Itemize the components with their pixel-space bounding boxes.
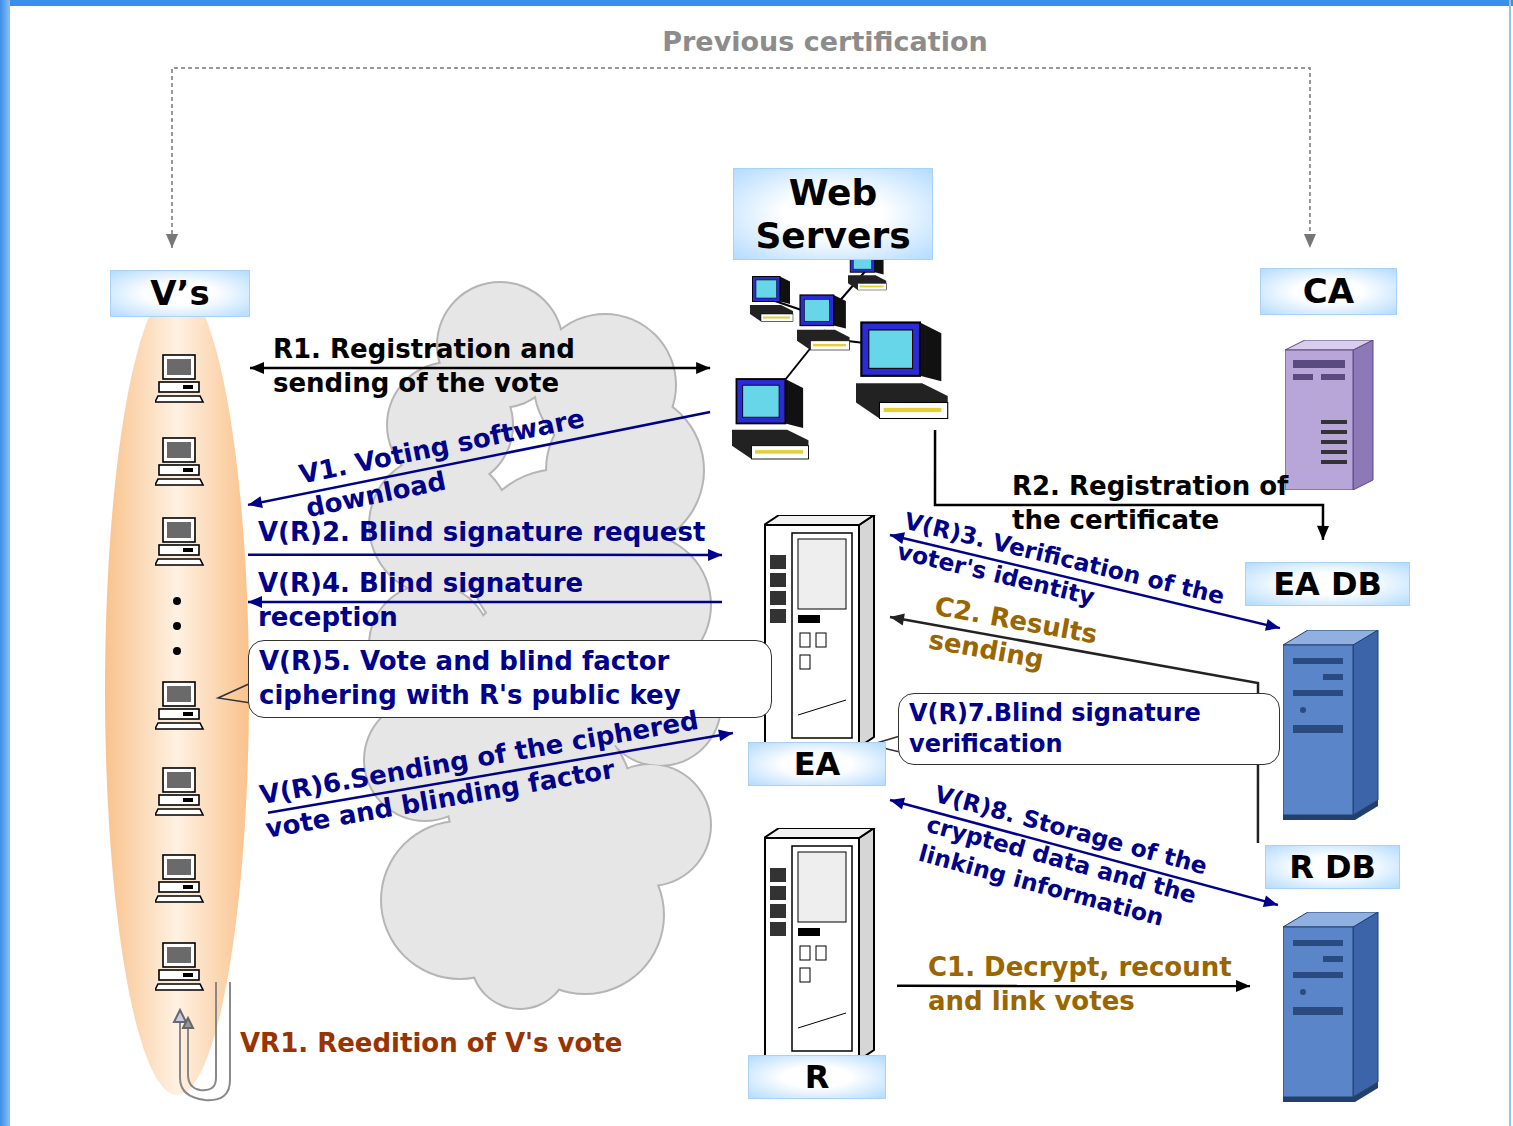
web-server-computers-part bbox=[797, 295, 850, 350]
node-title: R DB bbox=[1272, 848, 1393, 886]
node-label-box: CA bbox=[1260, 268, 1397, 315]
edge-label: V(R)8. Storage of the crypted data and t… bbox=[915, 779, 1258, 954]
edge-label: V(R)6.Sending of the ciphered vote and b… bbox=[257, 700, 722, 845]
voter-computers-part bbox=[155, 518, 203, 565]
r-db-node: R DB bbox=[1255, 843, 1410, 1101]
voter-group: V’s bbox=[105, 270, 250, 1100]
edge-label: Previous certification bbox=[615, 24, 1035, 59]
note-label: VR1. Reedition of V's vote bbox=[240, 1028, 622, 1058]
arrow-head bbox=[718, 729, 733, 741]
node-label-box: R DB bbox=[1265, 845, 1400, 889]
r-node: R bbox=[748, 828, 886, 1115]
cloud-puff bbox=[472, 912, 568, 1008]
arrow-head bbox=[1263, 895, 1278, 907]
page-frame-part bbox=[1509, 0, 1511, 1126]
page-frame-part bbox=[0, 0, 1513, 6]
node-label-box: R bbox=[748, 1055, 886, 1099]
voter-computers-part bbox=[173, 622, 181, 630]
arrow-head bbox=[708, 549, 722, 561]
node-title: Web Servers bbox=[740, 171, 926, 257]
voter-computers-part bbox=[173, 647, 181, 655]
reedition-loop-part bbox=[188, 982, 216, 1090]
connector bbox=[248, 549, 722, 561]
edge-label: C1. Decrypt, recount and link votes bbox=[928, 950, 1278, 1018]
callout-text: V(R)7.Blind signature verification bbox=[909, 698, 1269, 760]
voter-computers bbox=[155, 355, 203, 990]
reedition-loop bbox=[174, 982, 230, 1100]
edge-label: V(R)4. Blind signature reception bbox=[258, 566, 638, 634]
node-title: EA DB bbox=[1252, 565, 1403, 603]
ea-db-server bbox=[1281, 630, 1378, 820]
note-callout: V(R)7.Blind signature verification bbox=[898, 693, 1280, 765]
arrow-head bbox=[890, 798, 905, 810]
web-server-computers bbox=[732, 250, 948, 459]
voter-computers-part bbox=[155, 438, 203, 485]
arrow-head bbox=[248, 496, 263, 508]
arrow-head bbox=[1236, 980, 1250, 992]
reedition-loop-part bbox=[174, 1010, 186, 1022]
reedition-loop-part bbox=[180, 982, 230, 1100]
voter-band bbox=[105, 285, 249, 1095]
node-title: EA bbox=[755, 745, 879, 783]
node-title: V’s bbox=[117, 273, 243, 314]
ca-server bbox=[1285, 340, 1373, 490]
connector-line bbox=[935, 430, 1323, 540]
r-rack bbox=[764, 828, 874, 1060]
page-frame-part bbox=[0, 0, 10, 1126]
web-server-computers-part bbox=[856, 323, 948, 419]
node-title: CA bbox=[1267, 271, 1390, 312]
node-label-box: EA DB bbox=[1245, 562, 1410, 606]
voter-computers-part bbox=[155, 768, 203, 815]
callout-text: V(R)5. Vote and blind factor ciphering w… bbox=[259, 645, 761, 713]
web-server-computers-part bbox=[732, 379, 808, 459]
arrow-head bbox=[166, 234, 178, 248]
edge-label: R1. Registration and sending of the vote bbox=[273, 332, 623, 400]
node-label-box: V’s bbox=[110, 270, 250, 317]
voter-computers-part bbox=[155, 682, 203, 729]
voter-computers-part bbox=[155, 355, 203, 402]
node-label-box: Web Servers bbox=[733, 168, 933, 260]
edge-label: R2. Registration of the certificate bbox=[1012, 469, 1312, 537]
reedition-loop-part bbox=[183, 1018, 193, 1028]
edge-label: V(R)2. Blind signature request bbox=[258, 515, 778, 549]
connector bbox=[935, 430, 1329, 540]
voter-computers-part bbox=[155, 943, 203, 990]
web-server-computers-part bbox=[750, 277, 793, 322]
arrow-head bbox=[1265, 619, 1280, 631]
arrow-head bbox=[250, 362, 264, 374]
ea-node: EA bbox=[748, 515, 886, 800]
ca-server-node: CA bbox=[1258, 268, 1398, 493]
ea-db-node: EA DB bbox=[1240, 560, 1410, 818]
edge-label: V1. Voting software download bbox=[296, 391, 643, 525]
voter-computers-part bbox=[155, 855, 203, 902]
voter-computers-part bbox=[173, 597, 181, 605]
arrow-head bbox=[696, 362, 710, 374]
r-db-server bbox=[1281, 912, 1378, 1102]
callout-tails-part bbox=[218, 683, 251, 703]
arrow-head bbox=[890, 614, 905, 626]
node-label-box: EA bbox=[748, 742, 886, 786]
ea-rack bbox=[764, 515, 874, 747]
arrow-head bbox=[1317, 526, 1329, 540]
node-title: R bbox=[755, 1058, 879, 1096]
arrow-head bbox=[1304, 234, 1316, 248]
web-servers: Web Servers bbox=[720, 168, 950, 473]
connector-line bbox=[248, 553, 722, 556]
